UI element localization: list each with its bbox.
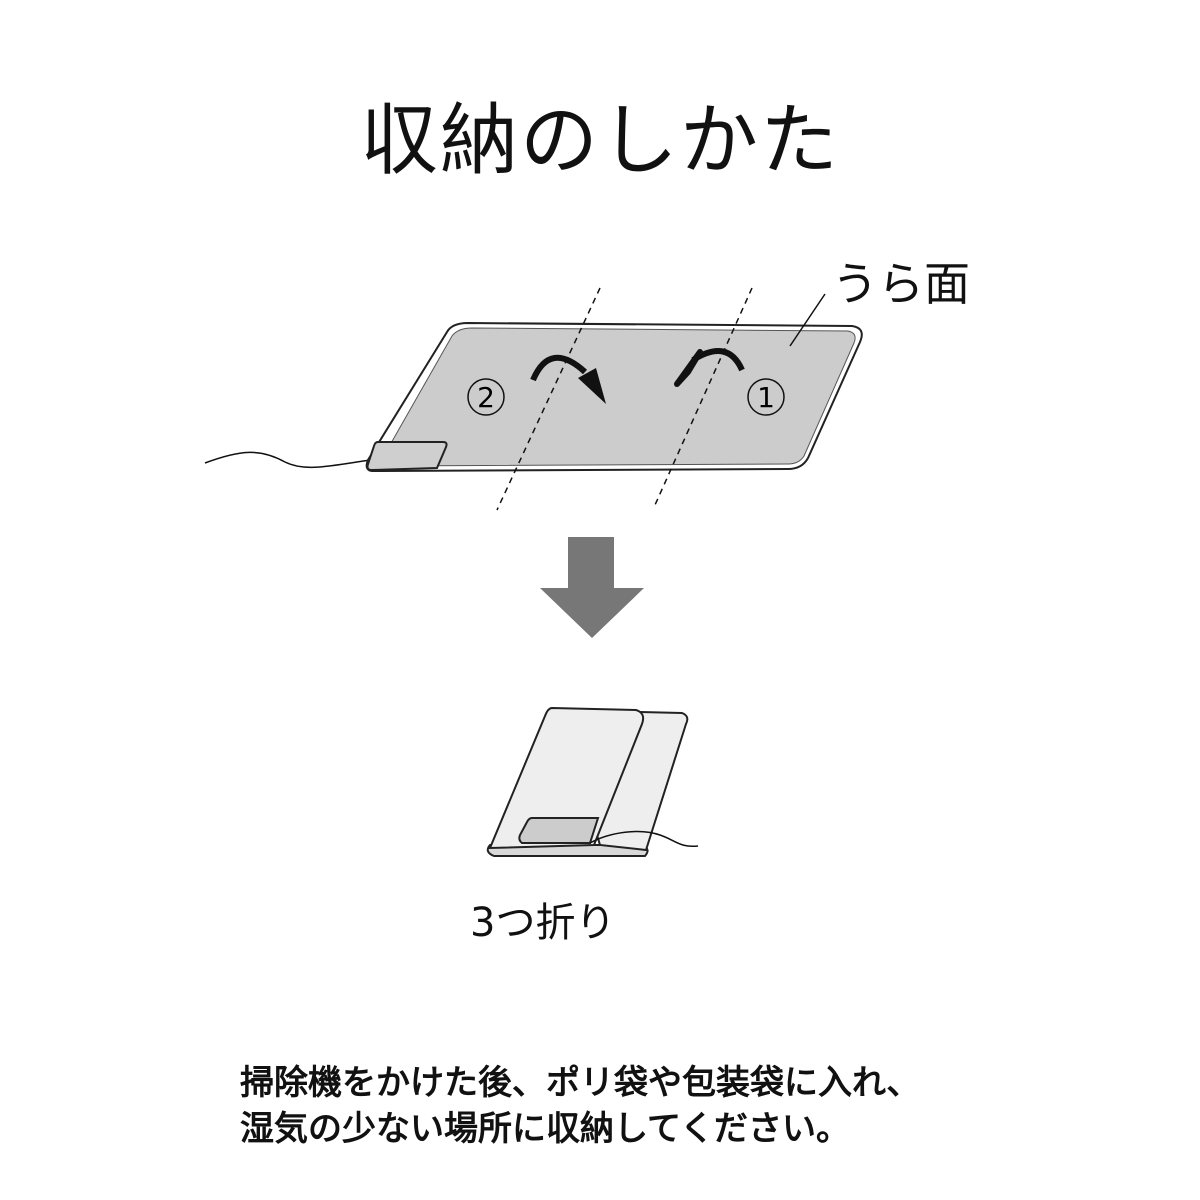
- back-side-label: うら面: [832, 257, 970, 311]
- note-line: 掃除機をかけた後、ポリ袋や包装袋に入れ、: [240, 1063, 921, 1103]
- down-arrow-icon: [540, 537, 644, 638]
- fold-line-right: [654, 287, 753, 506]
- folded-cord: [589, 830, 699, 848]
- fold-arrow-2-icon: [530, 354, 588, 382]
- fold-line-left: [496, 287, 601, 511]
- page-title: 収納のしかた: [359, 96, 840, 186]
- note-line: 湿気の少ない場所に収納してください。: [240, 1109, 850, 1149]
- folded-controller-tab: [518, 817, 600, 844]
- folded-front-panel: [488, 706, 645, 850]
- step-2-circle: [467, 378, 505, 416]
- result-label: 3つ折り: [470, 900, 616, 946]
- storage-note: 掃除機をかけた後、ポリ袋や包装袋に入れ、 湿気の少ない場所に収納してください。: [240, 1060, 920, 1152]
- controller-tab: [366, 441, 448, 472]
- step-2-label: 2: [477, 381, 495, 414]
- power-cord: [204, 451, 371, 469]
- step-1-circle: [747, 378, 785, 416]
- step-1-label: 1: [757, 381, 775, 414]
- label-leader-line: [789, 293, 826, 347]
